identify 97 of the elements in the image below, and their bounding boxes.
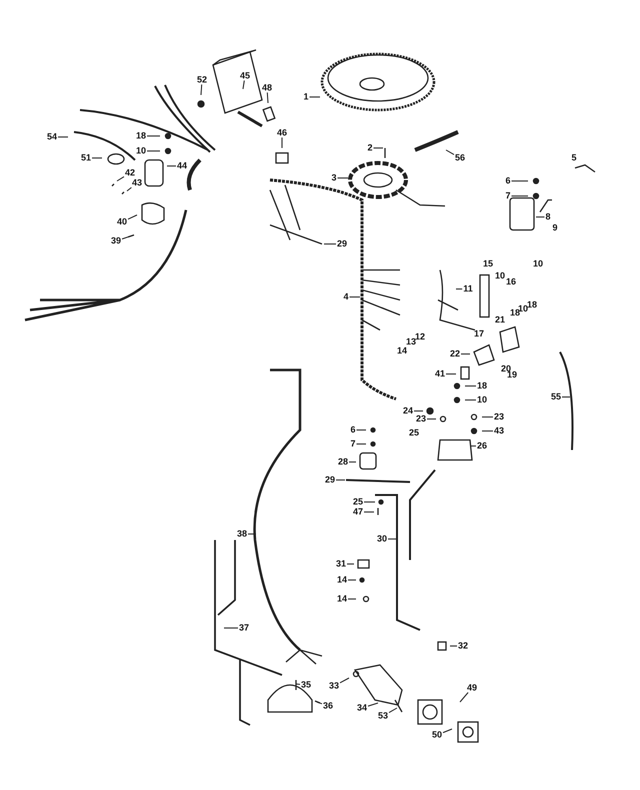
callout-number: 37 xyxy=(238,624,250,632)
leader-line xyxy=(128,214,138,220)
leader-line xyxy=(340,678,350,684)
callout-number: 7 xyxy=(504,192,512,200)
callout-number: 44 xyxy=(176,162,188,170)
callout-number: 54 xyxy=(46,132,58,142)
callout-number: 41 xyxy=(434,370,446,378)
leader-line xyxy=(511,180,528,182)
callout-number: 42 xyxy=(124,168,136,178)
leader-line xyxy=(348,598,356,600)
callout-number: 14 xyxy=(336,576,348,584)
callout-number: 48 xyxy=(261,84,273,92)
callout-number: 45 xyxy=(239,72,251,80)
callout-number: 28 xyxy=(337,458,349,466)
callout-number: 12 xyxy=(415,332,426,342)
callout-number: 38 xyxy=(236,530,248,538)
callout-number: 7 xyxy=(350,440,356,448)
callout-number: 6 xyxy=(504,176,512,186)
leader-line xyxy=(126,187,132,192)
callout-number: 29 xyxy=(336,240,348,248)
leader-line xyxy=(482,430,494,432)
callout-number: 9 xyxy=(552,224,558,232)
leader-line xyxy=(349,296,360,298)
leader-line xyxy=(388,538,396,540)
callout-number: 47 xyxy=(352,508,364,516)
callout-number: 1 xyxy=(302,92,310,102)
callout-number: 52 xyxy=(196,76,208,84)
leader-line xyxy=(460,692,469,702)
callout-number: 10 xyxy=(135,146,147,156)
callout-number: 15 xyxy=(482,260,494,268)
leader-line xyxy=(266,92,268,104)
callout-number: 49 xyxy=(466,684,478,692)
leader-line xyxy=(146,150,160,152)
leader-line xyxy=(442,728,452,734)
callout-number: 36 xyxy=(322,702,334,710)
callout-number: 18 xyxy=(527,300,538,310)
callout-number: 35 xyxy=(300,680,312,690)
leader-line xyxy=(242,80,245,90)
callout-number: 18 xyxy=(135,132,147,140)
callout-number: 23 xyxy=(415,414,427,424)
leader-line xyxy=(536,216,545,218)
callout-number: 43 xyxy=(131,178,143,188)
callout-number: 21 xyxy=(494,316,506,324)
callout-number: 50 xyxy=(431,730,443,740)
callout-number: 8 xyxy=(544,212,552,222)
callout-number: 55 xyxy=(550,392,562,402)
leader-line xyxy=(456,288,463,290)
callout-number: 34 xyxy=(356,704,368,712)
callout-number: 4 xyxy=(342,292,350,302)
callout-number: 33 xyxy=(328,682,340,690)
callout-number: 46 xyxy=(276,128,288,138)
callout-number: 5 xyxy=(570,154,578,162)
leader-line xyxy=(116,176,124,182)
callout-number: 39 xyxy=(110,236,122,246)
leader-line xyxy=(562,396,570,398)
leader-line xyxy=(316,702,322,704)
callout-number: 2 xyxy=(366,144,374,152)
callout-number: 18 xyxy=(509,308,520,318)
callout-number: 17 xyxy=(473,330,485,338)
callout-number: 10 xyxy=(476,396,488,404)
callout-number: 10 xyxy=(494,272,506,280)
callout-number: 40 xyxy=(116,218,128,226)
callout-number: 26 xyxy=(476,442,488,450)
callout-number: 13 xyxy=(405,338,416,346)
callout-number: 25 xyxy=(408,428,420,438)
leader-line xyxy=(426,418,436,420)
callout-number: 25 xyxy=(352,498,364,506)
callout-number: 14 xyxy=(336,594,348,604)
leader-line xyxy=(296,684,300,685)
callout-number: 23 xyxy=(493,412,505,422)
callout-number: 22 xyxy=(449,350,461,358)
callout-number: 29 xyxy=(324,476,336,484)
callout-number: 31 xyxy=(335,560,347,568)
callout-number: 30 xyxy=(376,534,388,544)
callout-number: 24 xyxy=(402,406,414,416)
callout-number: 18 xyxy=(476,382,488,390)
leader-line xyxy=(58,136,68,138)
leader-line xyxy=(122,236,128,240)
callout-number: 53 xyxy=(377,712,389,720)
leader-line xyxy=(414,410,424,412)
leader-line xyxy=(368,702,378,707)
callout-number: 14 xyxy=(396,346,408,356)
callout-number: 19 xyxy=(507,370,518,380)
callout-number: 56 xyxy=(454,154,466,162)
leader-line xyxy=(388,708,398,714)
callout-number: 16 xyxy=(505,278,517,286)
callout-number: 51 xyxy=(80,154,92,162)
callout-number: 43 xyxy=(493,426,505,436)
callout-number: 10 xyxy=(532,260,544,268)
callout-number: 6 xyxy=(350,426,356,434)
callout-number: 11 xyxy=(462,284,474,294)
leader-line xyxy=(482,416,494,418)
leader-line xyxy=(309,96,320,98)
callout-number: 3 xyxy=(330,174,338,182)
leader-line xyxy=(446,150,454,156)
leader-line xyxy=(200,84,202,96)
callout-number: 32 xyxy=(457,642,469,650)
